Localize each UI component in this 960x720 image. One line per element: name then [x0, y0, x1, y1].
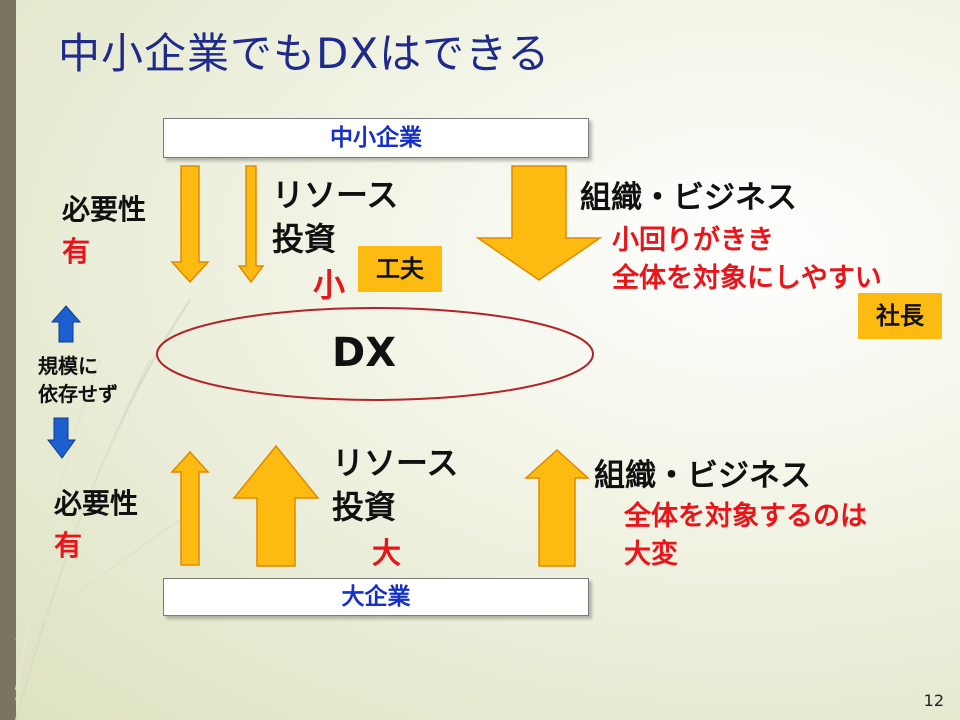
top-org-label: 組織・ビジネス — [580, 180, 797, 216]
scale-line1: 規模に — [38, 354, 98, 378]
kufu-tag: 工夫 — [358, 246, 442, 292]
top-company-label: 中小企業 — [330, 125, 422, 151]
blue-down-arrow — [46, 417, 76, 459]
scale-line2: 依存せず — [38, 382, 118, 406]
bottom-need-value: 有 — [54, 529, 83, 562]
slide-title: 中小企業でもDXはできる — [58, 29, 551, 78]
resource-down-arrow — [237, 165, 265, 284]
dx-label: DX — [332, 330, 397, 376]
resource-up-arrow — [232, 444, 320, 567]
bottom-org-line2: 大変 — [624, 539, 678, 570]
page-number: 12 — [923, 691, 944, 710]
kufu-tag-label: 工夫 — [376, 255, 424, 283]
top-org-line1: 小回りがきき — [612, 225, 774, 256]
top-need-value: 有 — [62, 235, 91, 268]
bottom-resource-value: 大 — [372, 536, 402, 570]
bottom-org-line1: 全体を対象するのは — [624, 501, 867, 532]
grass-decoration — [15, 299, 191, 720]
dx-ellipse — [156, 307, 594, 401]
need-down-arrow — [170, 165, 210, 284]
bottom-company-box: 大企業 — [163, 578, 589, 616]
bottom-resource-line1: リソース — [332, 444, 459, 482]
blue-up-arrow — [50, 305, 82, 343]
need-up-arrow — [170, 450, 210, 566]
president-tag: 社長 — [858, 293, 942, 339]
org-up-arrow — [524, 448, 590, 567]
top-resource-value: 小 — [313, 266, 346, 304]
top-org-line2: 全体を対象にしやすい — [612, 263, 882, 294]
top-need-label: 必要性 — [62, 193, 147, 226]
top-resource-line1: リソース — [272, 176, 399, 214]
bottom-resource-line2: 投資 — [332, 488, 397, 526]
bottom-company-label: 大企業 — [341, 584, 411, 610]
bottom-need-label: 必要性 — [54, 487, 139, 520]
top-company-box: 中小企業 — [163, 118, 589, 158]
president-tag-label: 社長 — [876, 302, 924, 330]
top-resource-line2: 投資 — [272, 220, 337, 258]
bottom-org-label: 組織・ビジネス — [594, 458, 811, 494]
org-down-arrow — [475, 165, 603, 281]
left-sidebar-bar — [0, 0, 16, 720]
